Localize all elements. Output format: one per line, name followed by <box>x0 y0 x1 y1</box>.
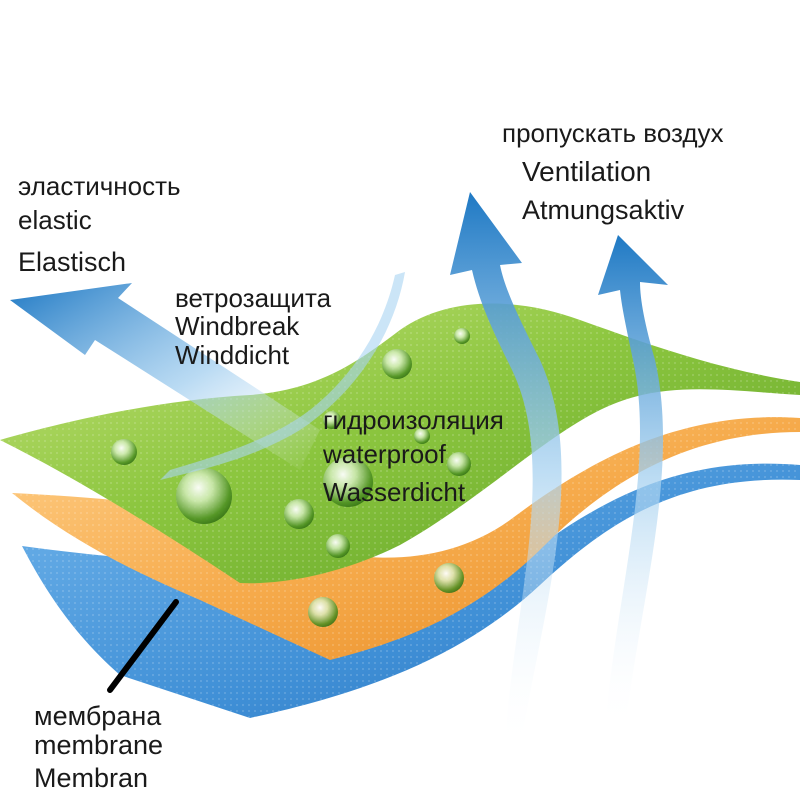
water-droplet <box>176 468 232 524</box>
membrane-label-ru: мембрана <box>34 701 162 731</box>
water-droplet <box>323 411 341 429</box>
ventilation-label-en: Ventilation <box>522 156 652 187</box>
water-droplet <box>284 499 314 529</box>
waterproof-label-ru: гидроизоляция <box>323 405 504 435</box>
water-droplet <box>308 597 338 627</box>
waterproof-label-de: Wasserdicht <box>323 477 466 507</box>
ventilation-arrow-left <box>450 192 562 750</box>
elastic-label-de: Elastisch <box>18 247 127 277</box>
windbreak-label-en: Windbreak <box>175 311 300 341</box>
membrane-label-de: Membran <box>34 763 149 793</box>
windbreak-label-de: Winddicht <box>175 340 290 370</box>
ventilation-arrow-right <box>598 235 668 730</box>
water-droplet <box>382 349 412 379</box>
membrane-label-en: membrane <box>34 730 164 760</box>
water-droplets <box>111 328 471 627</box>
water-droplet <box>447 452 471 476</box>
water-droplet <box>323 457 373 507</box>
water-droplet <box>414 428 430 444</box>
elastic-arrow <box>10 283 320 470</box>
windbreak-arrow <box>160 272 405 480</box>
membrane-pointer-line <box>107 599 179 693</box>
water-droplet <box>434 563 464 593</box>
orange-middle-layer <box>12 417 800 660</box>
elastic-label-ru: эластичность <box>18 171 181 201</box>
waterproof-label-en: waterproof <box>323 439 446 469</box>
ventilation-label-ru: пропускать воздух <box>502 118 724 148</box>
water-droplet <box>454 328 470 344</box>
ventilation-label-de: Atmungsaktiv <box>522 195 685 225</box>
water-droplet <box>111 439 137 465</box>
windbreak-label-ru: ветрозащита <box>175 283 332 313</box>
elastic-label-en: elastic <box>18 205 92 235</box>
blue-membrane-layer <box>22 463 800 718</box>
water-droplet <box>326 534 350 558</box>
